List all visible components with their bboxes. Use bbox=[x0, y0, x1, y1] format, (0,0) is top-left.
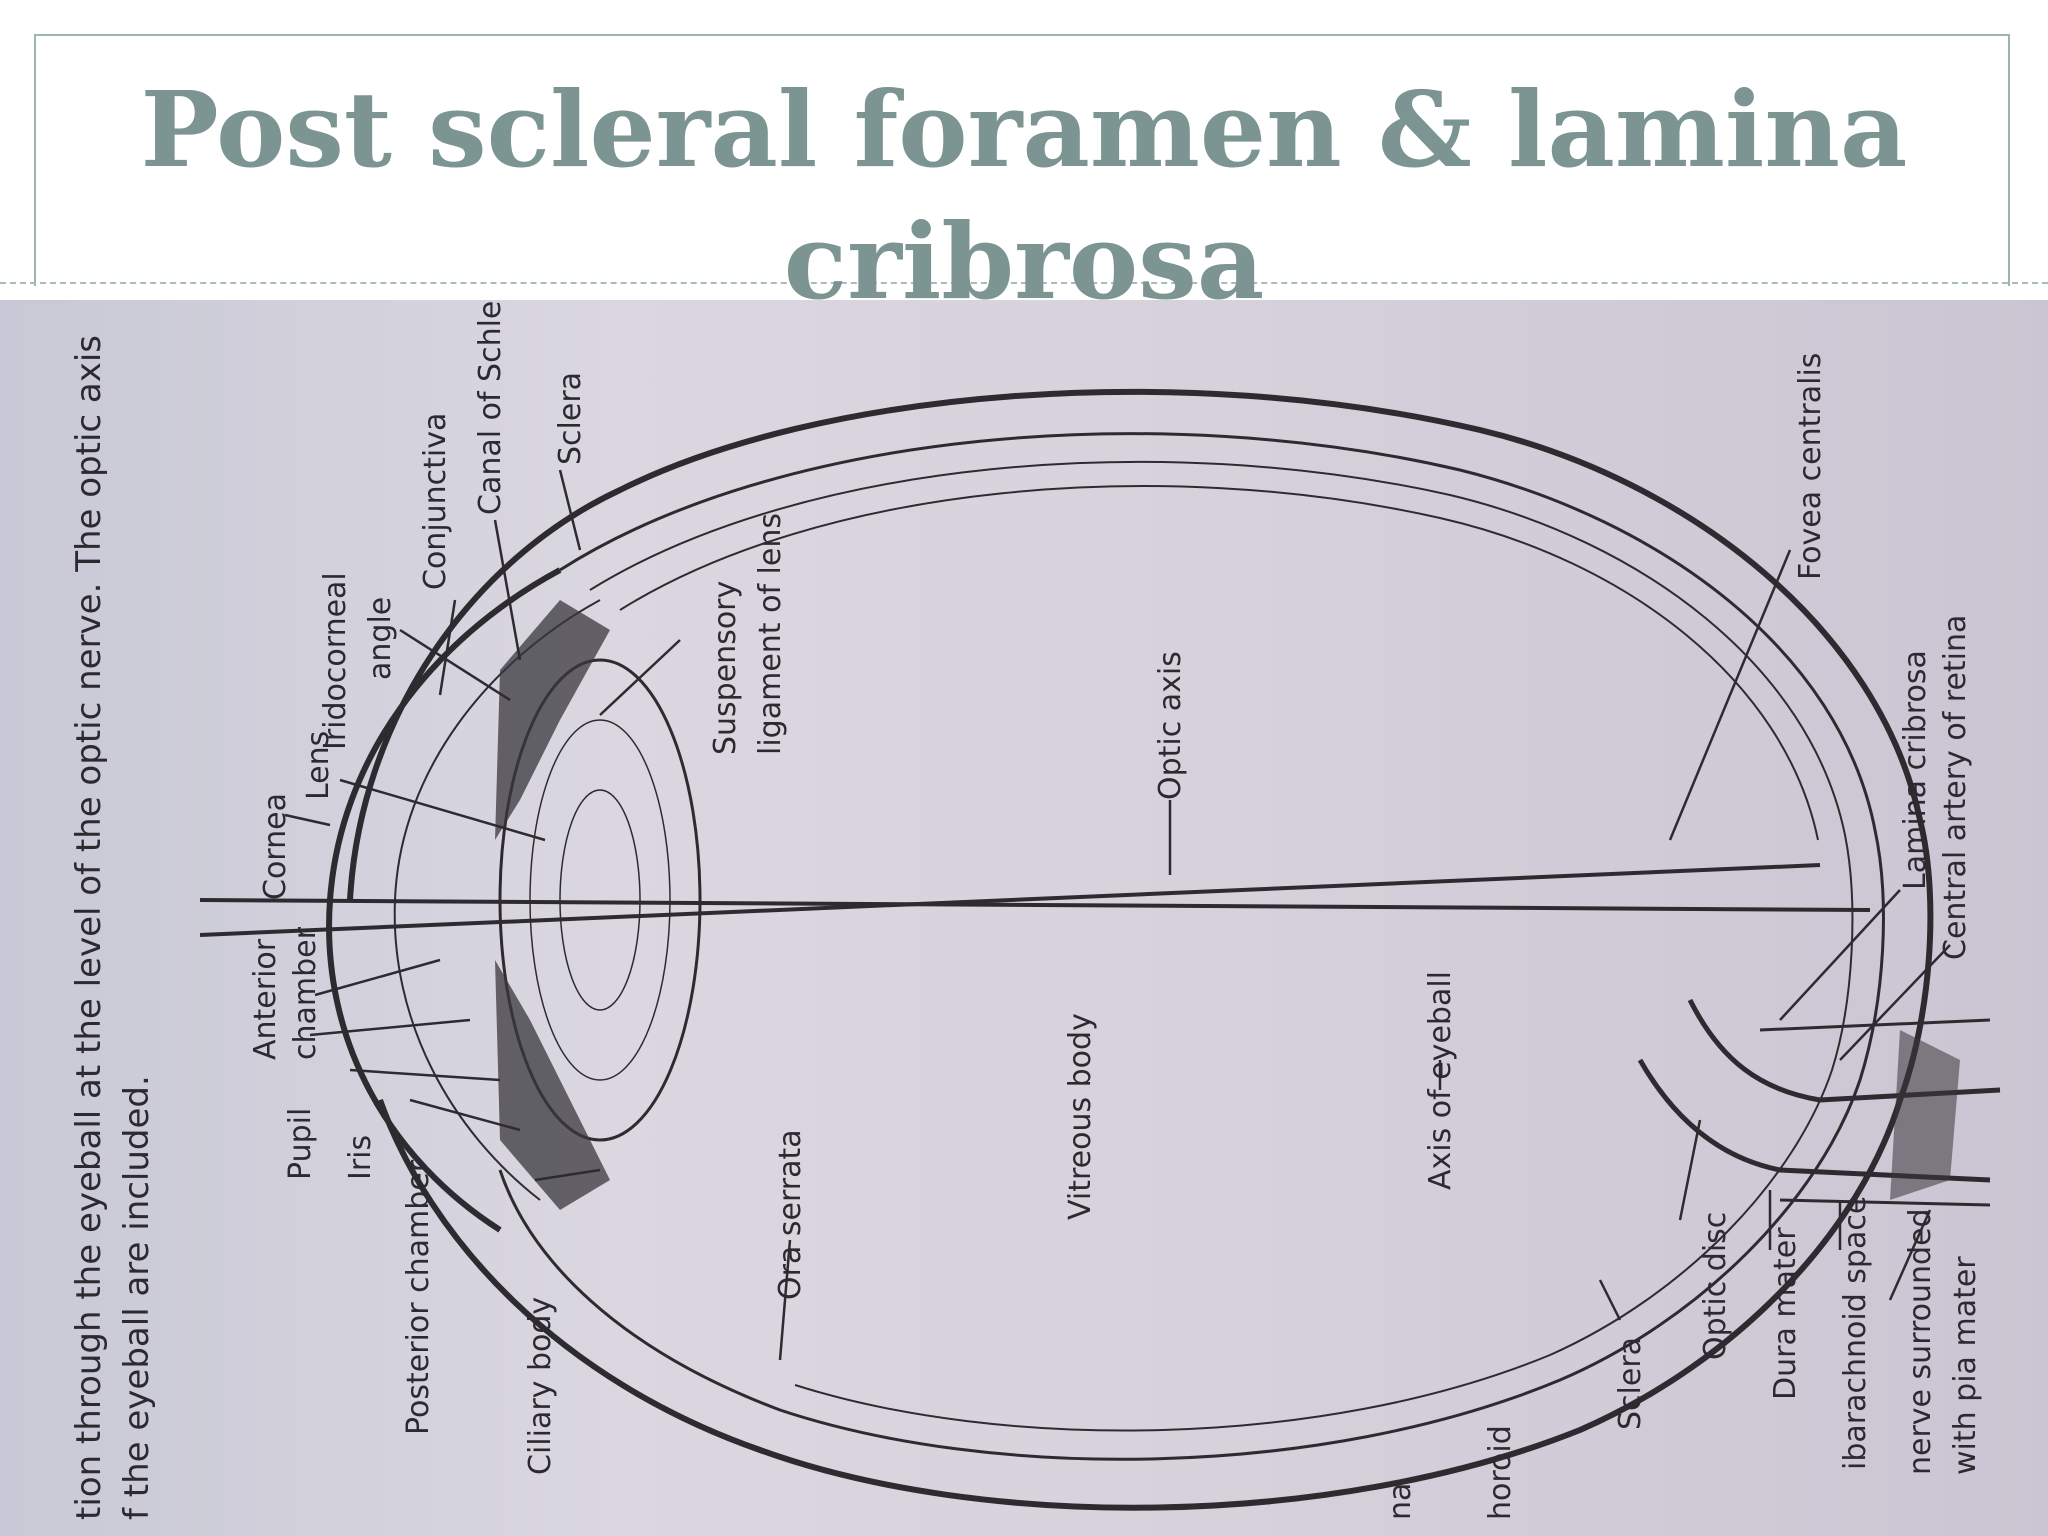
slide-title: Post scleral foramen & lamina cribrosa bbox=[0, 64, 2048, 328]
label-lens: Lens bbox=[301, 731, 336, 800]
label-suspensory-2: ligament of lens bbox=[753, 513, 788, 755]
label-pupil: Pupil bbox=[283, 1108, 318, 1180]
figure-caption-line-2: f the eyeball are included. bbox=[117, 1075, 157, 1520]
label-central-artery-of-retina: Central artery of retina bbox=[1938, 615, 1973, 960]
label-choroid: horoid bbox=[1483, 1425, 1518, 1520]
label-ciliary-body: Ciliary body bbox=[523, 1297, 558, 1475]
optic-nerve bbox=[1637, 998, 2001, 1207]
label-ora-serrata: Ora serrata bbox=[773, 1129, 808, 1300]
eyeball-axis-line bbox=[199, 898, 1871, 912]
label-anterior-2: chamber bbox=[288, 926, 323, 1060]
label-anterior-1: Anterior bbox=[248, 938, 283, 1060]
label-cornea: Cornea bbox=[258, 793, 293, 900]
label-retina: na bbox=[1383, 1483, 1418, 1520]
leader-lines bbox=[284, 469, 1951, 1361]
label-canal-of-schlemm: Canal of Schlemm bbox=[473, 300, 508, 515]
optic-axis-line bbox=[199, 863, 1821, 937]
label-iridocorneal-2: angle bbox=[363, 597, 398, 680]
label-optic-disc: Optic disc bbox=[1698, 1212, 1733, 1360]
iris-ciliary bbox=[495, 600, 610, 1210]
slide-title-line-1: Post scleral foramen & lamina bbox=[140, 68, 1908, 191]
label-posterior-chamber: Posterior chamber bbox=[401, 1159, 436, 1435]
label-nerve-surrounded: nerve surrounded bbox=[1903, 1208, 1938, 1475]
label-dura-mater: Dura mater bbox=[1768, 1227, 1803, 1400]
label-suspensory-1: Suspensory bbox=[708, 581, 743, 755]
label-fovea-centralis: Fovea centralis bbox=[1793, 353, 1828, 580]
label-subarachnoid-space: ibarachnoid space bbox=[1838, 1196, 1873, 1470]
label-vitreous-body: Vitreous body bbox=[1063, 1013, 1098, 1220]
label-lamina-cribrosa: Lamina cribrosa bbox=[1898, 650, 1933, 890]
title-frame bbox=[34, 34, 2010, 286]
label-axis-of-eyeball: Axis of eyeball bbox=[1423, 971, 1458, 1190]
eyeball-outline bbox=[326, 388, 1934, 1511]
eyeball-diagram-photo: tion through the eyeball at the level of… bbox=[0, 300, 2048, 1536]
label-with-pia-mater: with pia mater bbox=[1948, 1256, 1983, 1475]
label-iris: Iris bbox=[343, 1135, 378, 1180]
label-sclera-bottom: Sclera bbox=[1613, 1337, 1648, 1430]
title-divider bbox=[0, 282, 2048, 284]
figure-caption-line-1: tion through the eyeball at the level of… bbox=[69, 335, 109, 1520]
label-conjunctiva: Conjunctiva bbox=[418, 413, 453, 590]
label-iridocorneal-1: Iridocorneal bbox=[318, 572, 353, 750]
label-sclera-top: Sclera bbox=[553, 372, 588, 465]
label-optic-axis: Optic axis bbox=[1153, 651, 1188, 800]
eyeball-diagram: tion through the eyeball at the level of… bbox=[69, 300, 2001, 1520]
